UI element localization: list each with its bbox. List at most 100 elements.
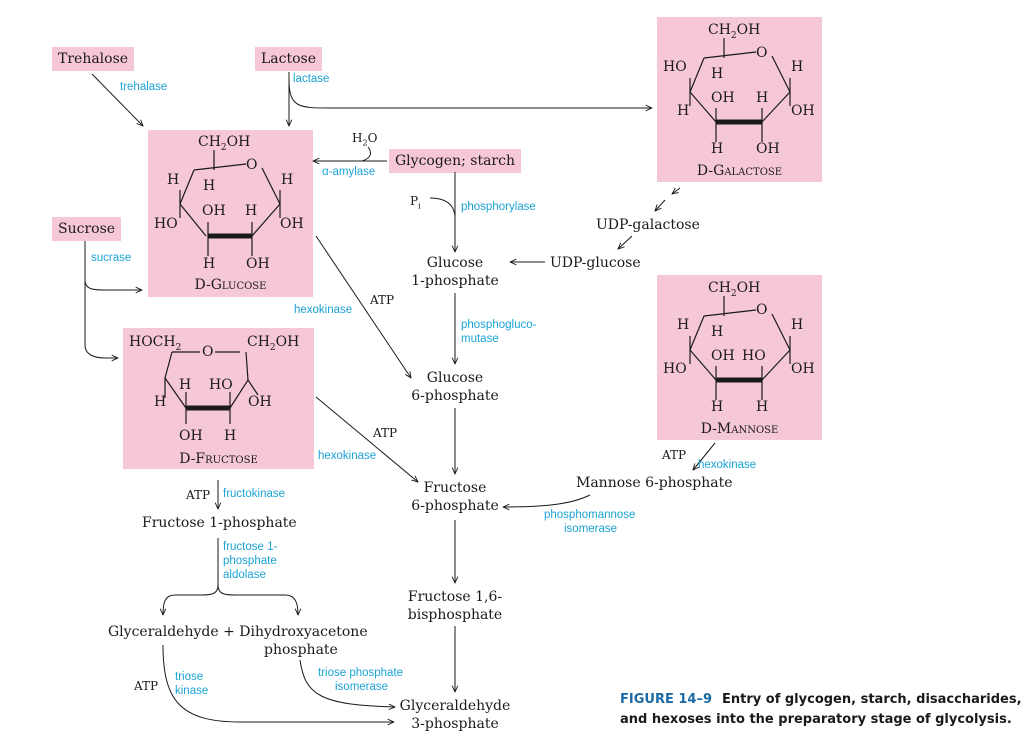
mannose-oh2: OH [791, 361, 815, 377]
galactose-ch2oh: CH2OH [708, 22, 761, 41]
galactose-oh1: OH [711, 90, 735, 106]
glucose-1-phosphate-line2: 1-phosphate [411, 273, 499, 289]
fructose-name: D-Fructose [179, 451, 258, 467]
glucose-1-phosphate-line1: Glucose [426, 255, 484, 271]
glucose-oh3: OH [246, 256, 270, 272]
glucose-h5: H [203, 256, 216, 272]
glucose-box [148, 130, 313, 297]
atp-mannose-hexokinase: ATP [662, 448, 687, 462]
mannose-h2: H [711, 324, 724, 340]
glucose-6-phosphate-line2: 6-phosphate [411, 388, 499, 404]
f1p-aldolase-line1: fructose 1- [223, 541, 278, 553]
trehalase-enzyme: trehalase [120, 81, 168, 93]
lactose-label: Lactose [255, 47, 323, 71]
galactose-o: O [756, 45, 768, 61]
fructose-o: O [202, 344, 214, 360]
galactose-oh2: OH [791, 103, 815, 119]
glucose-h3: H [281, 172, 294, 188]
glucose-6-phosphate-line1: Glucose [426, 370, 484, 386]
fructose-1-phosphate: Fructose 1-phosphate [142, 515, 297, 531]
fructose-ch2oh: CH2OH [247, 334, 300, 353]
galactose-name: D-Galactose [696, 163, 783, 179]
water-cofactor: H2O [352, 131, 378, 148]
g3p-line1: Glyceraldehyde [399, 698, 511, 714]
tpi-line1: triose phosphate [318, 667, 404, 679]
glucose-h1: H [167, 172, 180, 188]
galactose-ring [689, 38, 791, 142]
fructose-6-phosphate-line1: Fructose [423, 480, 487, 496]
mannose-ho1: HO [663, 361, 687, 377]
fructose-h2: H [154, 394, 167, 410]
sucrase-enzyme: sucrase [91, 252, 132, 264]
mannose-6-phosphate: Mannose 6-phosphate [576, 475, 733, 491]
glucose-ch2oh: CH2OH [198, 134, 251, 153]
galactose-h5: H [711, 141, 724, 157]
trehalose-label: Trehalose [52, 47, 135, 71]
galactose-box [657, 17, 822, 182]
atp-fructokinase: ATP [186, 488, 211, 502]
glucose-h2: H [203, 178, 216, 194]
mannose-ring [689, 296, 791, 400]
udp-glucose: UDP-glucose [550, 255, 641, 271]
hexokinase-mannose-enzyme: hexokinase [698, 459, 757, 471]
g3p-line2: 3-phosphate [411, 716, 499, 732]
fructose-6-phosphate-line2: 6-phosphate [411, 498, 499, 514]
fructose-h1: H [179, 377, 192, 393]
mannose-name: D-Mannose [700, 421, 779, 437]
glucose-oh1: OH [202, 203, 226, 219]
caption-line1: Entry of glycogen, starch, disaccharides… [722, 692, 1022, 707]
atp-glucose-hexokinase: ATP [370, 293, 395, 307]
phosphoglucomutase-line1: phosphogluco- [461, 319, 537, 331]
triose-kinase-line1: triose [175, 671, 204, 683]
fructose-hoch2: HOCH2 [129, 334, 182, 353]
lactase-enzyme: lactase [293, 73, 330, 85]
fructose-bisphosphate-line1: Fructose 1,6- [407, 589, 503, 605]
atp-triose-kinase: ATP [134, 679, 159, 693]
alpha-amylase-enzyme: α-amylase [322, 166, 376, 178]
glyceraldehyde-dhap: Glyceraldehyde + Dihydroxyacetone [108, 624, 368, 640]
mannose-box [657, 275, 822, 440]
sucrose-label: Sucrose [52, 217, 122, 241]
mannose-ho2: HO [742, 348, 766, 364]
tpi-line2: isomerase [335, 681, 389, 693]
fructose-ho: HO [209, 377, 233, 393]
f1p-aldolase-line2: phosphate [223, 555, 277, 567]
caption-line2: and hexoses into the preparatory stage o… [620, 712, 1012, 727]
mannose-o: O [756, 302, 768, 318]
fructose-oh2: OH [179, 428, 203, 444]
glucose-h4: H [245, 203, 258, 219]
galactose-h1: H [711, 66, 724, 82]
galactose-oh3: OH [756, 141, 780, 157]
glucose-o: O [246, 157, 258, 173]
glucose-ring [179, 150, 281, 256]
phosphomannose-isomerase-line2: isomerase [564, 523, 618, 535]
fructose-oh1: OH [248, 394, 272, 410]
phosphate-cofactor: Pi [410, 194, 421, 211]
triose-kinase-line2: kinase [175, 685, 209, 697]
fructose-ring [164, 351, 259, 424]
phosphorylase-enzyme: phosphorylase [461, 201, 536, 213]
galactose-ho: HO [663, 59, 687, 75]
galactose-h3: H [677, 103, 690, 119]
fructokinase-enzyme: fructokinase [223, 488, 286, 500]
phosphoglucomutase-line2: mutase [461, 333, 499, 345]
galactose-h4: H [756, 90, 769, 106]
mannose-oh1: OH [711, 348, 735, 364]
mannose-ch2oh: CH2OH [708, 280, 761, 299]
mannose-h1: H [677, 317, 690, 333]
hexokinase-glucose-enzyme: hexokinase [294, 304, 353, 316]
glucose-name: D-Glucose [194, 277, 267, 293]
figure-number: FIGURE 14–9 [620, 692, 712, 707]
dhap-line2: phosphate [264, 642, 338, 658]
hexokinase-fructose-enzyme: hexokinase [318, 450, 377, 462]
mannose-h4: H [711, 399, 724, 415]
glucose-oh2: OH [280, 216, 304, 232]
udp-galactose: UDP-galactose [596, 217, 700, 233]
atp-fructose-hexokinase: ATP [373, 426, 398, 440]
mannose-h5: H [756, 399, 769, 415]
fructose-bisphosphate-line2: bisphosphate [407, 607, 503, 623]
glycogen-starch-label: Glycogen; starch [389, 149, 521, 173]
fructose-h3: H [224, 428, 237, 444]
